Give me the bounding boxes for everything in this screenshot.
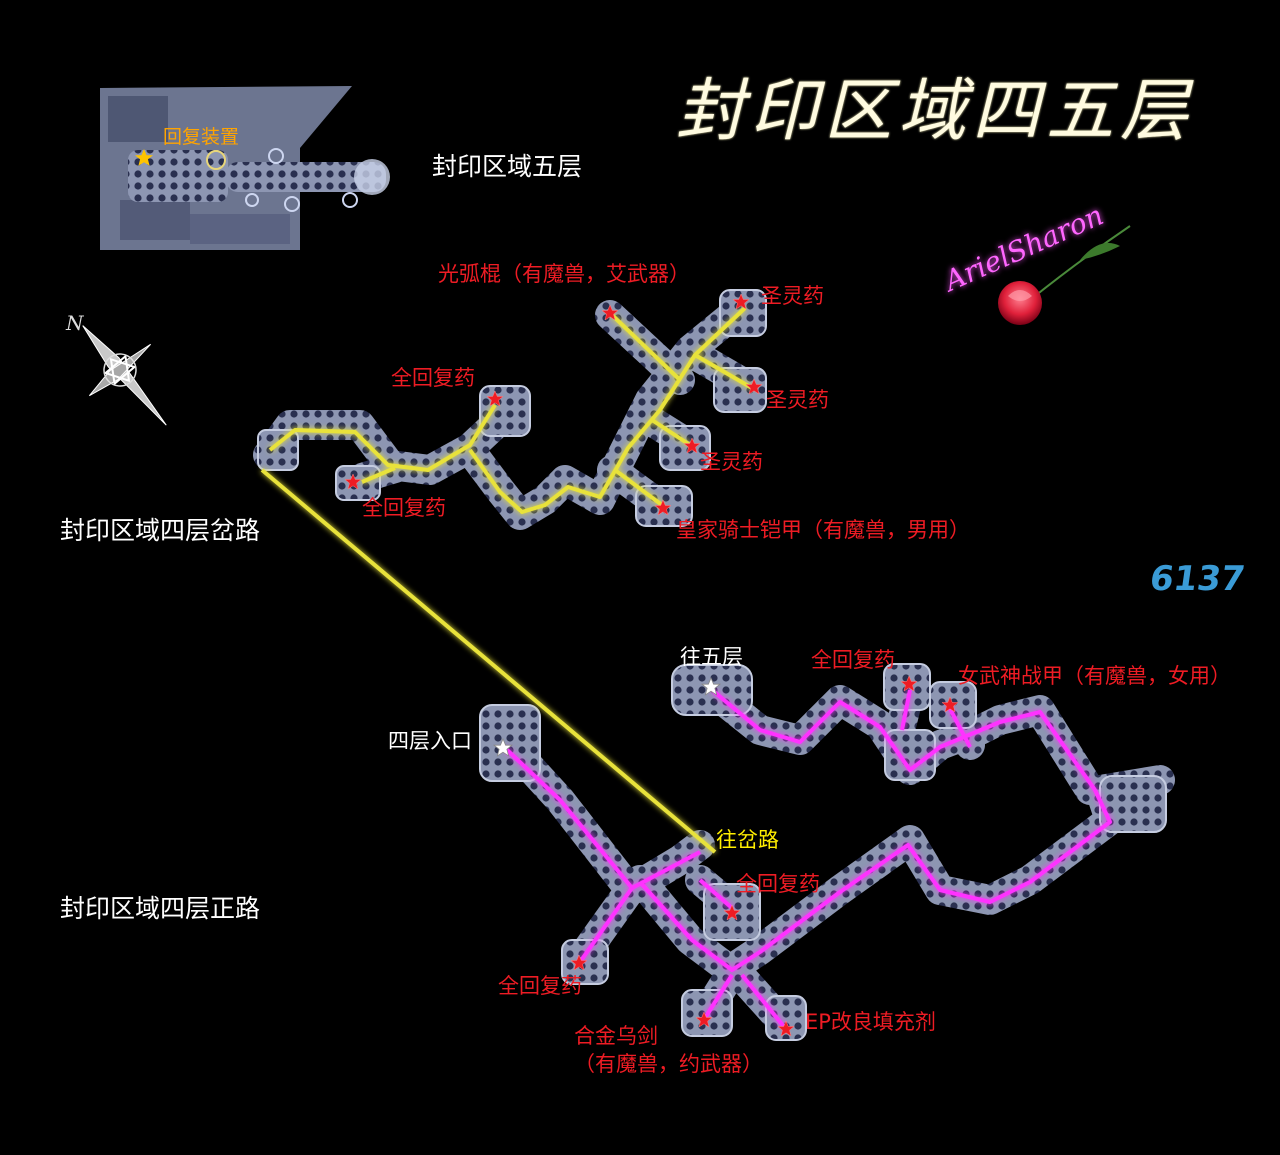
to-branch-label: 往岔路 [716, 828, 779, 852]
star-icon [344, 473, 362, 490]
rose-icon [998, 225, 1131, 325]
page-title: 封印区域四五层 [676, 72, 1195, 151]
recovery-star-icon [135, 149, 153, 166]
holy-potion-label: 圣灵药 [766, 388, 829, 412]
section-floor5: 封印区域五层 [432, 152, 583, 181]
star-icon [570, 954, 588, 971]
full-potion-label: 全回复药 [391, 366, 475, 390]
floor4-entrance-label: 四层入口 [388, 729, 472, 753]
compass-rose-icon [82, 325, 167, 426]
holy-potion-label: 圣灵药 [761, 284, 824, 308]
recovery-device-label: 回复装置 [163, 126, 240, 148]
holy-potion-label: 圣灵药 [700, 450, 763, 474]
waypoint-stars [492, 676, 722, 757]
alloy-sword-note-label: （有魔兽，约武器） [574, 1052, 763, 1076]
floor5-inset-map [100, 86, 390, 250]
full-potion-label: 全回复药 [498, 974, 582, 998]
alloy-sword-label: 合金乌剑 [574, 1024, 658, 1048]
to-floor5-label: 往五层 [680, 645, 743, 669]
light-staff-label: 光弧棍（有魔兽，艾武器） [438, 262, 690, 286]
star-icon [723, 904, 741, 921]
star-icon [941, 696, 959, 713]
star-icon [486, 390, 504, 407]
compass-north-label: N [65, 311, 85, 335]
section-main: 封印区域四层正路 [60, 894, 261, 923]
star-icon [777, 1020, 795, 1037]
branch-route [260, 306, 754, 854]
main-route [503, 688, 1112, 1030]
royal-armor-label: 皇家骑士铠甲（有魔兽，男用） [676, 518, 970, 542]
star-icon [700, 676, 722, 696]
item-stars [344, 293, 959, 1037]
star-icon [601, 304, 619, 321]
star-icon [492, 737, 514, 757]
star-icon [654, 499, 672, 516]
star-icon [683, 437, 701, 454]
star-icon [900, 675, 918, 692]
full-potion-label: 全回复药 [362, 496, 446, 520]
star-icon [695, 1011, 713, 1028]
star-icon [732, 293, 750, 310]
star-icon [745, 378, 763, 395]
ep-refill-label: EP改良填充剂 [805, 1010, 936, 1034]
section-branch: 封印区域四层岔路 [60, 516, 261, 545]
full-potion-label: 全回复药 [736, 872, 820, 896]
site-watermark: 6137 [1147, 559, 1248, 599]
full-potion-label: 全回复药 [811, 648, 895, 672]
valkyrie-armor-label: 女武神战甲（有魔兽，女用） [958, 664, 1231, 688]
